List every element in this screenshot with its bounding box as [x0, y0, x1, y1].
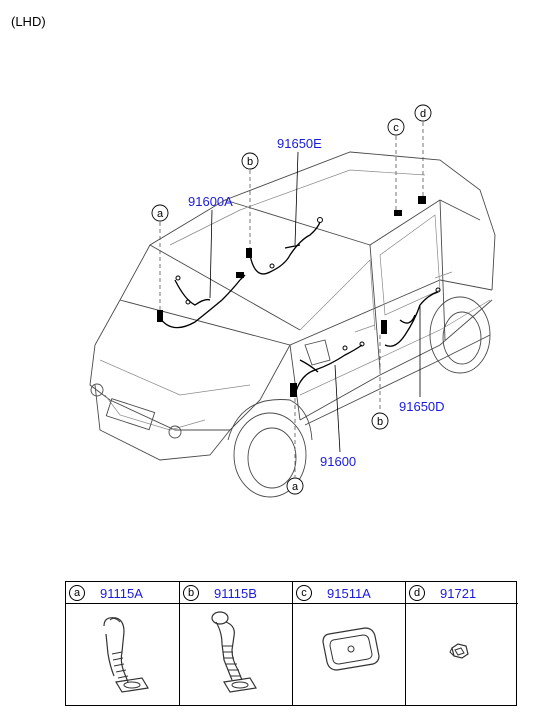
callout-d: d [414, 104, 432, 122]
svg-text:a: a [292, 481, 299, 493]
legend-header-a: a 91115A [66, 582, 179, 604]
legend-letter-d: d [409, 585, 425, 601]
callout-a-bottom: a [286, 477, 304, 495]
legend-header-c: c 91511A [293, 582, 405, 604]
callout-b-top: b [241, 152, 259, 170]
wiring-diagram: a b c d a b 91650E 91600A 91600 91650D [89, 104, 496, 498]
legend-letter-b: b [183, 585, 199, 601]
variant-label: (LHD) [11, 14, 46, 29]
legend-letter-a: a [69, 585, 85, 601]
label-91600A: 91600A [188, 194, 233, 209]
label-91600: 91600 [320, 454, 356, 469]
svg-text:a: a [157, 208, 164, 220]
legend-header-d: d 91721 [406, 582, 518, 604]
svg-text:b: b [247, 156, 253, 168]
legend-cell-d: d 91721 [405, 582, 518, 705]
legend-header-b: b 91115B [180, 582, 292, 604]
svg-text:c: c [393, 122, 399, 134]
legend-cell-c: c 91511A [292, 582, 405, 705]
grommet-b-icon [211, 611, 257, 693]
legend-cell-a: a 91115A [66, 582, 179, 705]
leader-lines [159, 122, 424, 477]
label-91650D: 91650D [399, 399, 445, 414]
parts-legend-table: a 91115A b 91115B c 91511A [65, 581, 518, 706]
clip-icon [449, 643, 469, 659]
legend-part-no-c: 91511A [327, 586, 371, 601]
harness-lines [157, 196, 441, 397]
legend-letter-c: c [296, 585, 312, 601]
svg-text:b: b [377, 416, 383, 428]
legend-part-no-d: 91721 [440, 586, 477, 601]
legend-cell-b: b 91115B [179, 582, 292, 705]
legend-part-no-a: 91115A [100, 586, 143, 601]
rectangular-grommet-icon [322, 627, 380, 671]
callout-a-top: a [151, 204, 169, 222]
label-91650E: 91650E [277, 136, 322, 151]
legend-part-no-b: 91115B [214, 586, 257, 601]
callout-c: c [387, 118, 405, 136]
car-illustration [89, 151, 496, 498]
grommet-a-icon [103, 617, 149, 693]
svg-text:d: d [420, 108, 426, 120]
callout-b-bottom: b [371, 412, 389, 430]
